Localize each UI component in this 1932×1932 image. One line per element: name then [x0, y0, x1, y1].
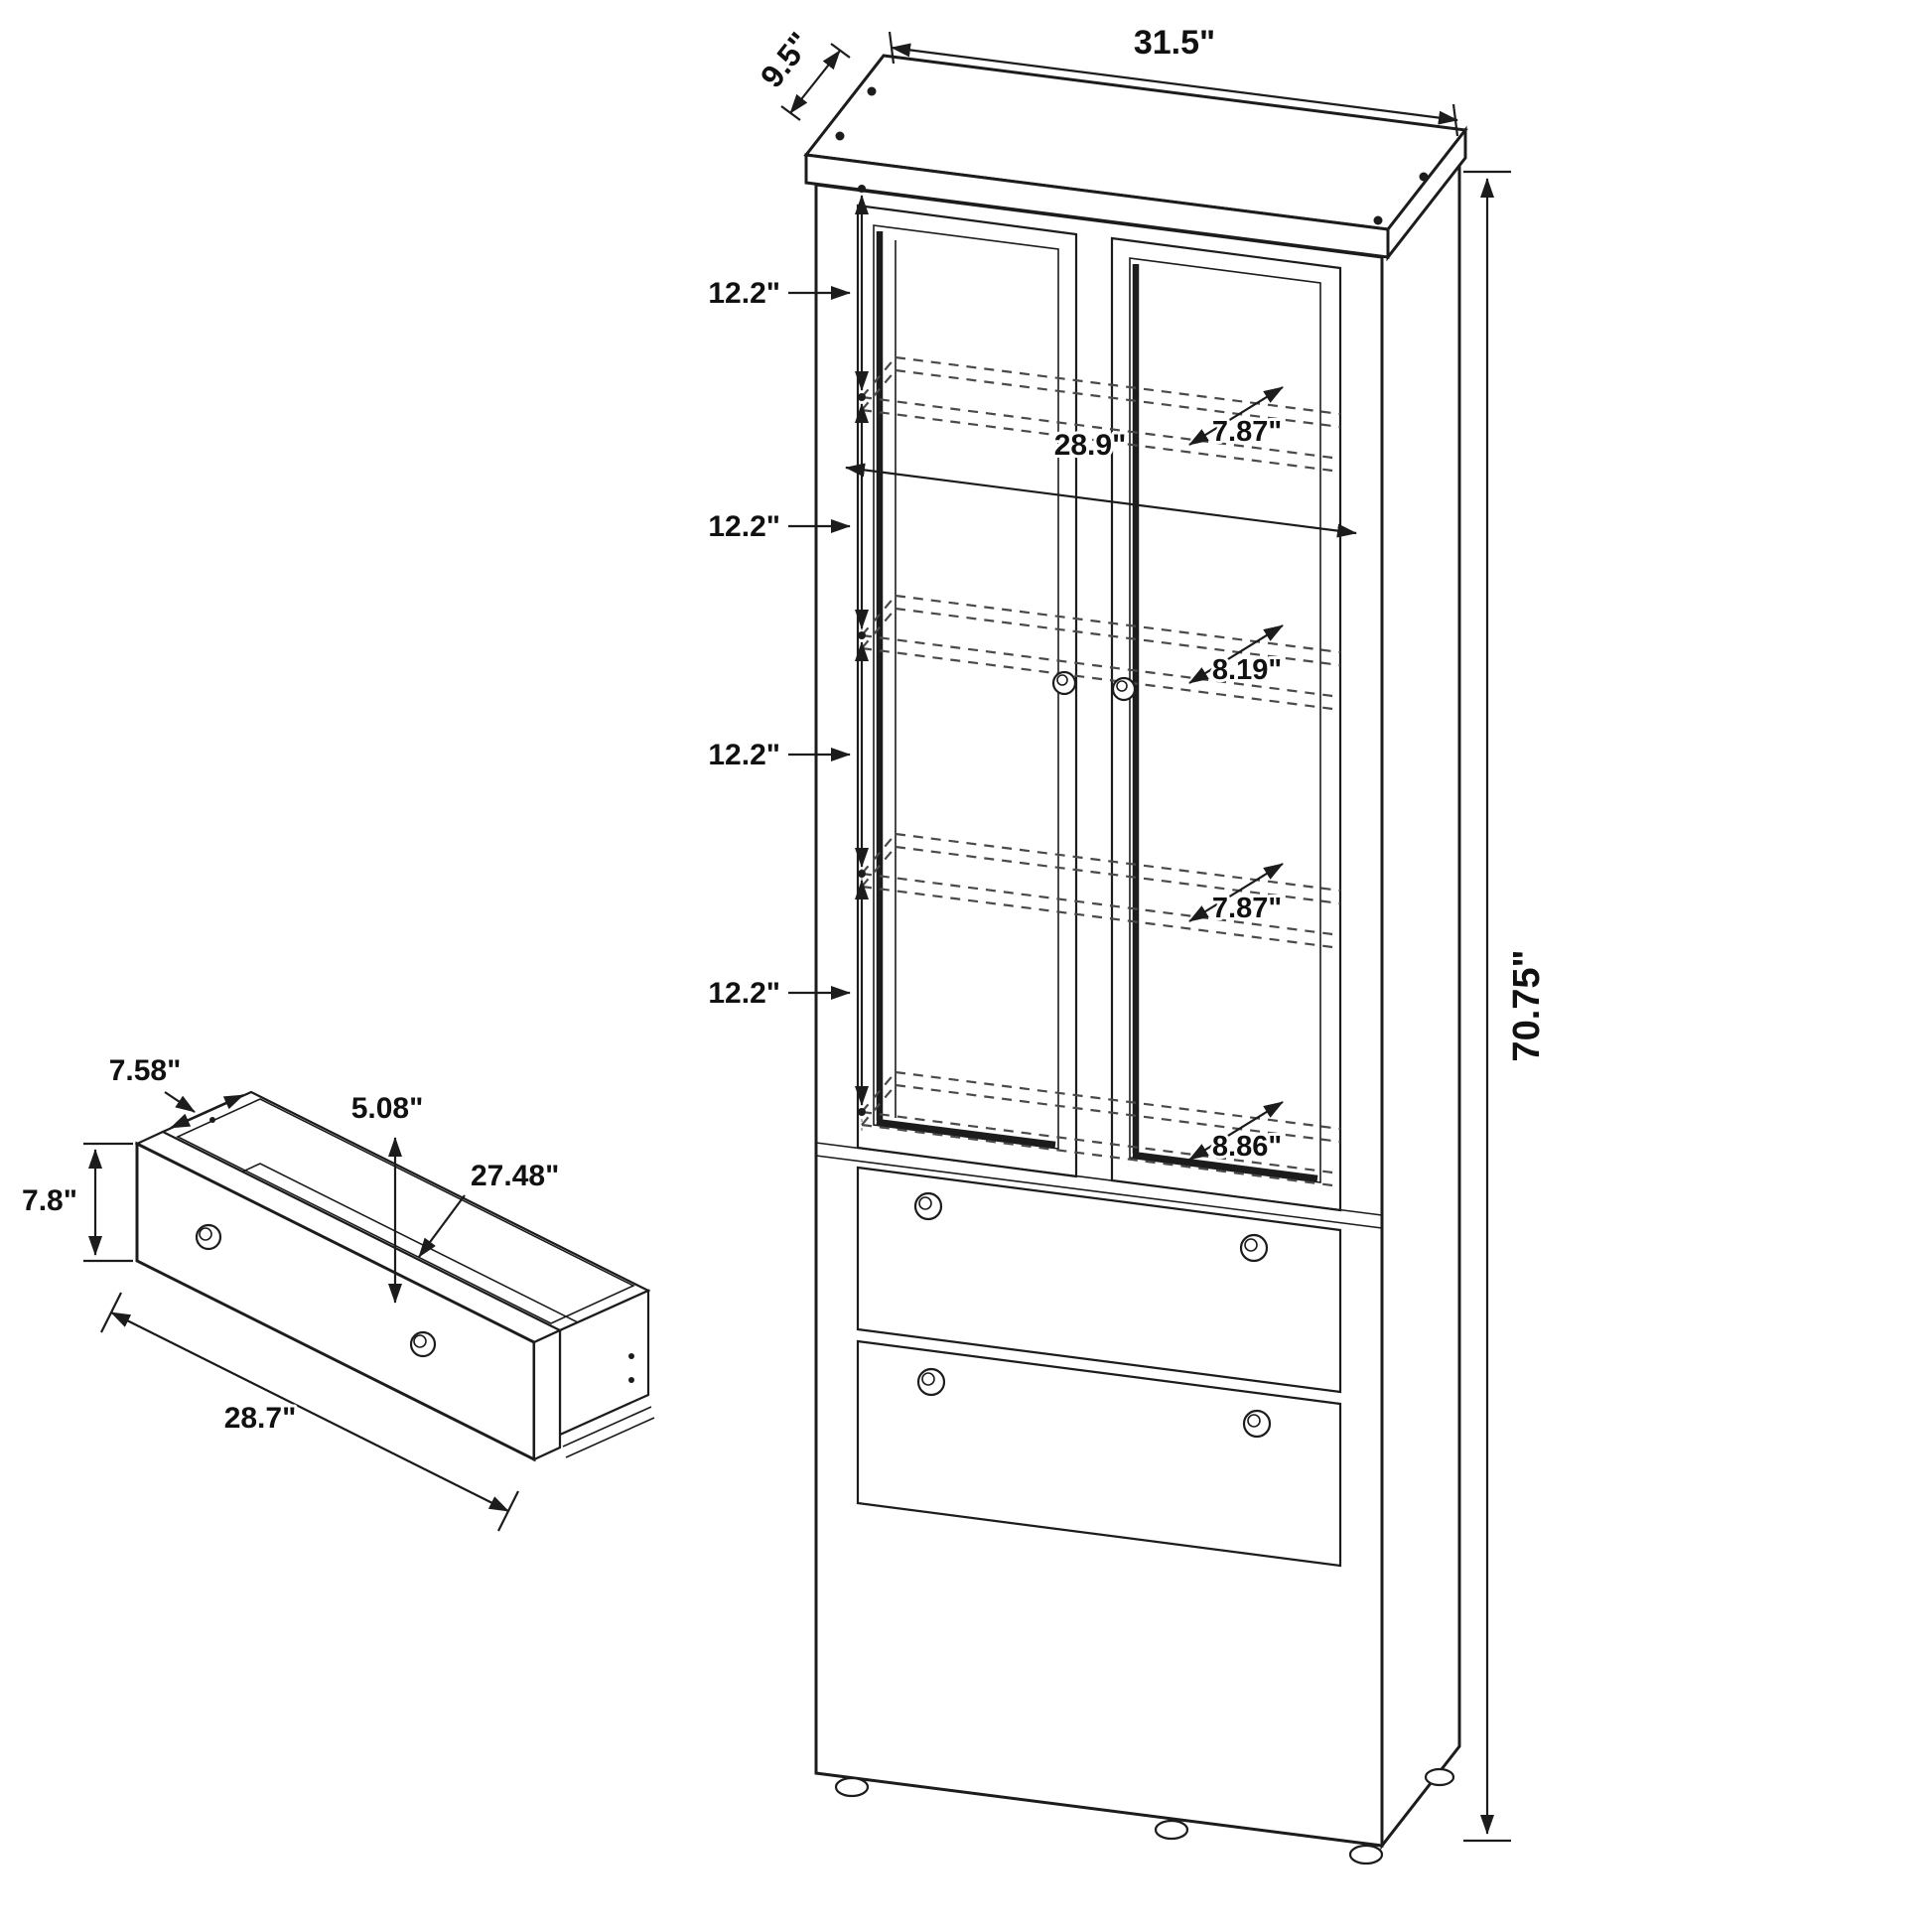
dim-label-height: 70.75" — [1506, 949, 1548, 1061]
dim-tick-drawer-height — [83, 1142, 133, 1263]
dim-label-drawer-outer-length: 28.7" — [224, 1402, 297, 1435]
dim-label-drawer-inner-height: 5.08" — [351, 1092, 424, 1125]
pin-dot-3 — [858, 631, 866, 639]
dim-label-shelf-depth-4: 8.86" — [1212, 1131, 1282, 1163]
drawer-knob-bottom-left — [916, 1367, 946, 1397]
cabinet-view — [803, 54, 1468, 1865]
drawer-knob-top-right — [1239, 1233, 1269, 1263]
drawer-end-dot-1 — [628, 1353, 634, 1359]
dim-label-drawer-top-depth: 7.58" — [109, 1054, 182, 1087]
pin-dot-5 — [858, 1108, 866, 1116]
right-door — [1110, 236, 1342, 1212]
shelf-outline-2 — [861, 594, 1341, 712]
dim-label-interior-width: 28.9" — [1054, 429, 1127, 462]
cabinet-foot-back-right — [1424, 1767, 1455, 1787]
drawer-view-knob-left — [195, 1223, 222, 1251]
cabinet-foot-right — [1348, 1844, 1384, 1865]
drawer-knob-top-left — [913, 1191, 943, 1221]
drawer-bottom-runner — [562, 1406, 655, 1458]
shelf-outline-3 — [861, 832, 1341, 950]
left-door-knob — [1051, 670, 1077, 696]
dim-label-spacing-2: 12.2" — [708, 510, 780, 543]
drawer-dimensions: 7.8" 7.58" 5.08" 27.48" 28.7" — [19, 1051, 562, 1532]
leader-drawer-top-depth — [164, 1091, 196, 1113]
top-screw-dot-2 — [835, 131, 845, 141]
shelf-outline-1 — [861, 355, 1341, 474]
pin-dot-2 — [858, 393, 866, 401]
dim-arrow-shelf-depth-4 — [1188, 1101, 1284, 1161]
drawer-knob-bottom-right — [1242, 1409, 1272, 1439]
left-door-glass — [873, 224, 1059, 1150]
right-door-knob — [1111, 676, 1137, 702]
cabinet-drawer-bottom-front — [856, 1339, 1342, 1568]
drawer-view-knob-right — [409, 1330, 437, 1358]
dim-label-drawer-front-height: 7.8" — [22, 1184, 77, 1217]
cabinet-top-right-edge — [1386, 125, 1467, 262]
cabinet-foot-left — [834, 1776, 870, 1798]
cabinet-side-panel — [1380, 153, 1461, 1851]
dim-label-shelf-depth-3: 7.87" — [1212, 893, 1282, 924]
dim-arrow-shelf-depth-3 — [1188, 863, 1284, 922]
dim-label-top-depth: 9.5" — [754, 26, 818, 94]
dim-label-shelf-depth-1: 7.87" — [1212, 416, 1282, 448]
dim-label-drawer-inner-length: 27.48" — [471, 1160, 559, 1192]
pin-dot-4 — [858, 870, 866, 878]
dim-arrow-shelf-depth-1 — [1188, 386, 1284, 446]
right-door-glass — [1129, 257, 1321, 1183]
drawer-rim-dot — [209, 1117, 215, 1123]
left-glass-inner-edge — [876, 231, 1056, 1149]
dim-arrow-top-depth — [789, 50, 841, 114]
drawer-front-right-edge — [532, 1328, 562, 1461]
cabinet-drawer-top-front — [856, 1166, 1342, 1394]
dim-arrow-top-width — [891, 43, 1458, 125]
dim-label-spacing-1: 12.2" — [708, 277, 780, 310]
top-screw-dot-3 — [1419, 172, 1429, 182]
dim-arrow-shelf-depth-2 — [1188, 624, 1284, 684]
dim-label-top-width: 31.5" — [1134, 24, 1215, 62]
top-screw-dot-4 — [1373, 215, 1383, 225]
cabinet-dimensions: 31.5" 9.5" 70.75" 28.9" 12.2" 12.2" 12.2… — [705, 21, 1551, 1843]
dim-arrow-interior-width — [845, 463, 1357, 538]
right-glass-inner-edge — [1132, 264, 1318, 1182]
left-door — [856, 204, 1078, 1178]
shelf-outline-4 — [861, 1070, 1341, 1188]
dim-tick-height — [1463, 170, 1511, 1843]
dim-label-shelf-depth-2: 8.19" — [1212, 654, 1282, 686]
drawer-end-dot-2 — [628, 1377, 634, 1383]
leader-drawer-inner-length — [418, 1194, 466, 1258]
top-screw-dot-1 — [867, 86, 877, 96]
cabinet-foot-middle — [1154, 1819, 1189, 1841]
drawer-section-rail — [815, 1142, 1383, 1229]
dim-label-spacing-3: 12.2" — [708, 739, 780, 771]
pin-dot-1 — [858, 185, 866, 193]
dim-arrow-drawer-top-depth — [170, 1093, 244, 1130]
dim-label-spacing-4: 12.2" — [708, 977, 780, 1010]
dim-arrow-drawer-length — [110, 1311, 509, 1512]
